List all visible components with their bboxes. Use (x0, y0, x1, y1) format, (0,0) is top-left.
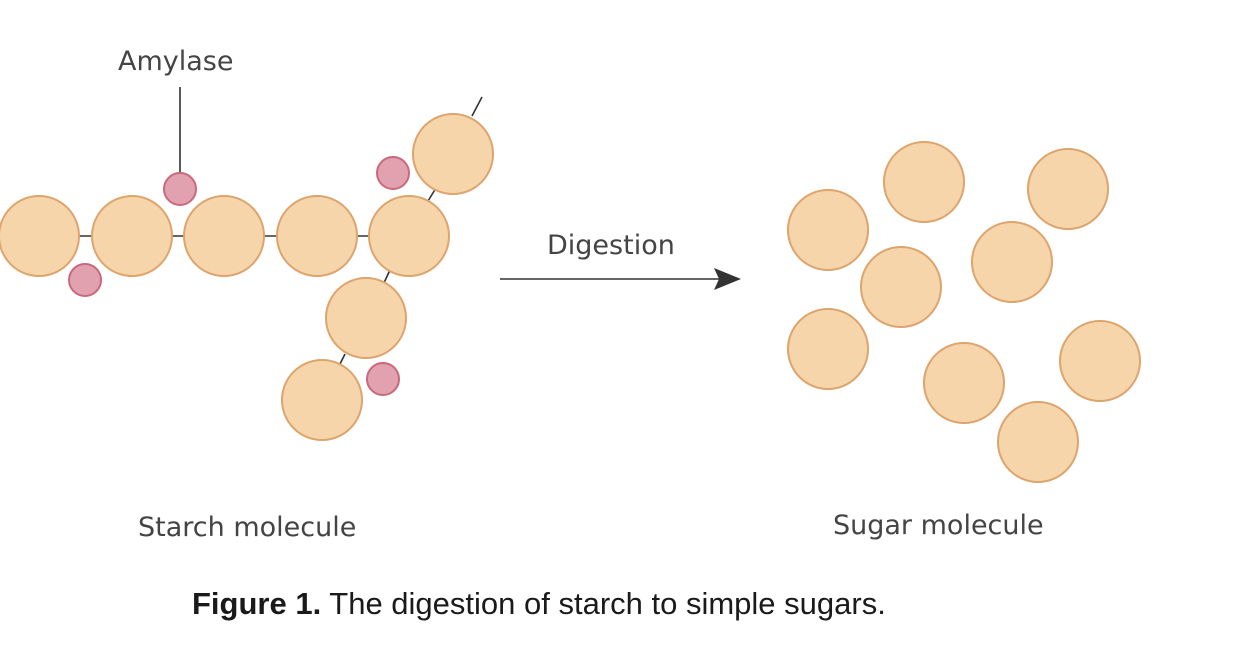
figure-number: Figure 1. (192, 586, 322, 621)
sugar-molecule (997, 401, 1079, 483)
sugar-molecule (860, 246, 942, 328)
starch-glucose-unit (412, 113, 494, 195)
starch-glucose-unit (368, 195, 450, 277)
figure-caption-text: The digestion of starch to simple sugars… (329, 586, 886, 621)
amylase-label: Amylase (118, 46, 233, 77)
starch-glucose-unit (325, 277, 407, 359)
starch-bond (471, 96, 483, 117)
sugar-molecule-label: Sugar molecule (833, 510, 1044, 541)
digestion-arrow: Digestion (500, 230, 741, 290)
starch-glucose-unit (0, 195, 80, 277)
arrow-head (714, 268, 741, 290)
starch-molecule: Amylase (0, 46, 494, 441)
sugar-molecule (787, 308, 869, 390)
sugar-molecule (923, 342, 1005, 424)
starch-glucose-unit (183, 195, 265, 277)
figure-caption: Figure 1. The digestion of starch to sim… (192, 586, 886, 622)
starch-molecule-label: Starch molecule (138, 512, 356, 543)
sugar-molecules (787, 141, 1141, 483)
amylase-enzyme (366, 362, 400, 396)
amylase-enzyme (376, 156, 410, 190)
starch-glucose-unit (91, 195, 173, 277)
amylase-enzyme (163, 172, 197, 206)
sugar-molecule (1027, 148, 1109, 230)
sugar-molecule (1059, 320, 1141, 402)
sugar-molecule (971, 221, 1053, 303)
sugar-molecule (883, 141, 965, 223)
starch-glucose-unit (281, 359, 363, 441)
amylase-enzyme (68, 263, 102, 297)
digestion-label: Digestion (547, 230, 675, 261)
sugar-molecule (787, 189, 869, 271)
starch-glucose-unit (276, 195, 358, 277)
